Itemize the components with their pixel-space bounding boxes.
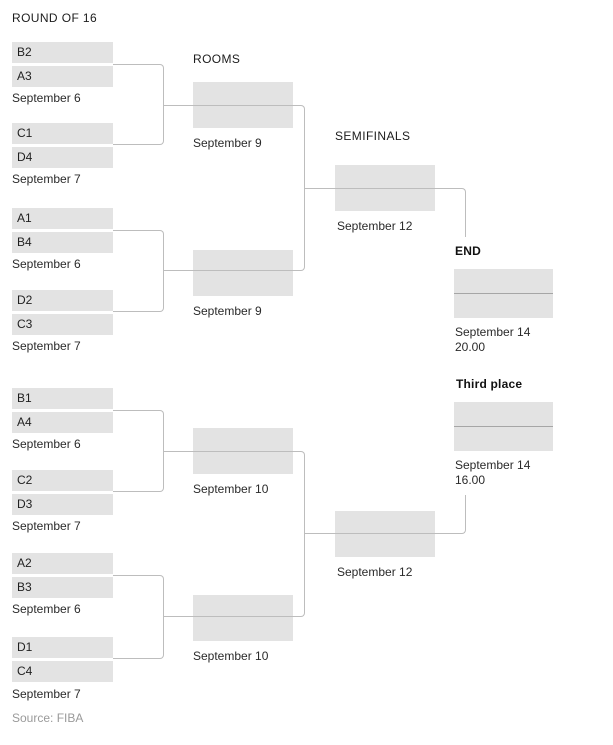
team-slot-b2: B2 bbox=[12, 42, 113, 63]
team-slot-a3: A3 bbox=[12, 66, 113, 87]
team-slot-b3: B3 bbox=[12, 577, 113, 598]
header-semifinals: SEMIFINALS bbox=[335, 129, 411, 143]
connector-qf-bracket-1 bbox=[164, 105, 305, 271]
third-place-date: September 14 bbox=[455, 458, 531, 472]
match-date: September 7 bbox=[12, 172, 81, 186]
semifinal-date-2: September 12 bbox=[337, 565, 413, 579]
team-slot-c3: C3 bbox=[12, 314, 113, 335]
match-date: September 6 bbox=[12, 602, 81, 616]
team-slot-c2: C2 bbox=[12, 470, 113, 491]
connector-r16-bracket-3 bbox=[113, 410, 164, 492]
match-date: September 7 bbox=[12, 687, 81, 701]
connector-r16-bracket-2 bbox=[113, 230, 164, 312]
team-slot-a2: A2 bbox=[12, 553, 113, 574]
team-slot-d1: D1 bbox=[12, 637, 113, 658]
third-place-box bbox=[454, 402, 553, 451]
match-date: September 6 bbox=[12, 437, 81, 451]
team-slot-d2: D2 bbox=[12, 290, 113, 311]
page-title: ROUND OF 16 bbox=[12, 11, 98, 25]
header-final: END bbox=[455, 244, 481, 258]
connector-r16-bracket-1 bbox=[113, 64, 164, 145]
match-date: September 7 bbox=[12, 519, 81, 533]
quarterfinal-box-3 bbox=[193, 428, 293, 474]
team-slot-c1: C1 bbox=[12, 123, 113, 144]
final-date: September 14 bbox=[455, 325, 531, 339]
semifinal-box-2 bbox=[335, 511, 435, 557]
match-date: September 6 bbox=[12, 91, 81, 105]
header-quarterfinals: ROOMS bbox=[193, 52, 241, 66]
team-slot-a4: A4 bbox=[12, 412, 113, 433]
final-box bbox=[454, 269, 553, 318]
connector-qf-bracket-2 bbox=[164, 451, 305, 617]
quarterfinal-box-2 bbox=[193, 250, 293, 296]
header-third-place: Third place bbox=[456, 377, 523, 391]
quarterfinal-date-1: September 9 bbox=[193, 136, 262, 150]
team-slot-a1: A1 bbox=[12, 208, 113, 229]
team-slot-b4: B4 bbox=[12, 232, 113, 253]
semifinal-date-1: September 12 bbox=[337, 219, 413, 233]
team-slot-b1: B1 bbox=[12, 388, 113, 409]
team-slot-d4: D4 bbox=[12, 147, 113, 168]
final-box-divider bbox=[454, 293, 553, 294]
match-date: September 6 bbox=[12, 257, 81, 271]
third-place-time: 16.00 bbox=[455, 473, 486, 487]
connector-r16-bracket-4 bbox=[113, 575, 164, 659]
match-date: September 7 bbox=[12, 339, 81, 353]
semifinal-box-1 bbox=[335, 165, 435, 211]
third-place-box-divider bbox=[454, 426, 553, 427]
final-time: 20.00 bbox=[455, 340, 486, 354]
quarterfinal-box-4 bbox=[193, 595, 293, 641]
quarterfinal-date-2: September 9 bbox=[193, 304, 262, 318]
team-slot-c4: C4 bbox=[12, 661, 113, 682]
quarterfinal-date-4: September 10 bbox=[193, 649, 269, 663]
quarterfinal-box-1 bbox=[193, 82, 293, 128]
team-slot-d3: D3 bbox=[12, 494, 113, 515]
quarterfinal-date-3: September 10 bbox=[193, 482, 269, 496]
source-credit: Source: FIBA bbox=[12, 711, 84, 725]
